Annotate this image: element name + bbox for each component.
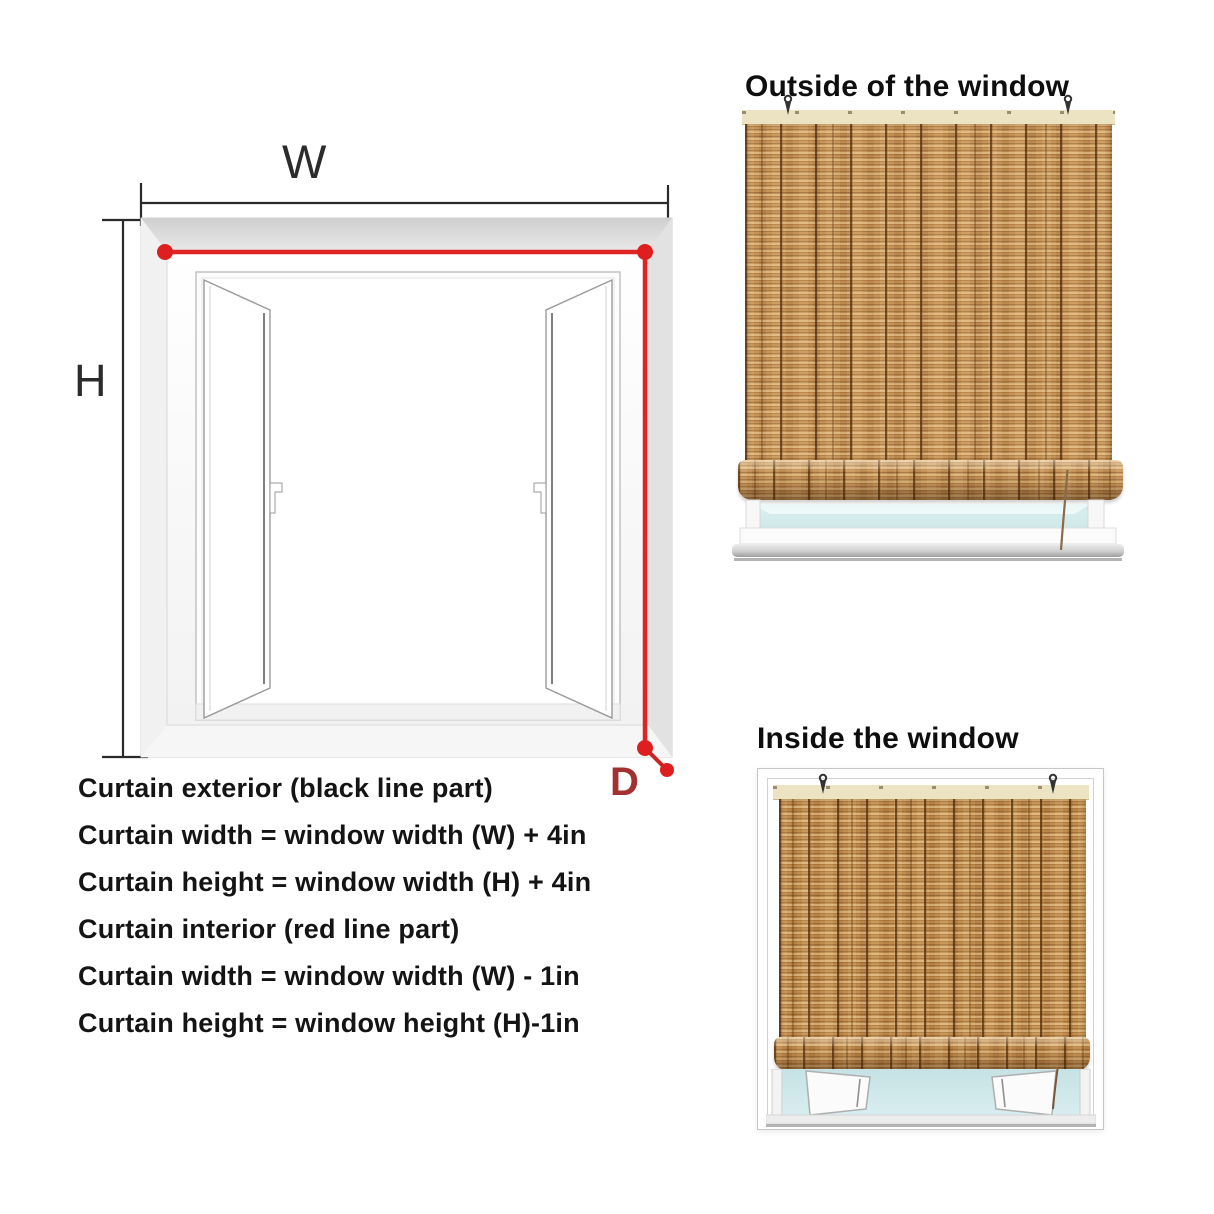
inside-mount-photo — [757, 768, 1104, 1130]
left-casement-pane — [203, 278, 283, 720]
note-exterior-height: Curtain height = window width (H) + 4in — [78, 867, 592, 897]
right-window-handle — [533, 482, 547, 514]
reed-blind-panel — [779, 799, 1086, 1039]
hanging-hook-icon — [818, 773, 828, 794]
open-pane-right — [991, 1070, 1057, 1116]
blind-bottom-roll — [774, 1037, 1090, 1071]
note-interior-width: Curtain width = window width (W) - 1in — [78, 961, 580, 991]
outside-mount-photo — [722, 94, 1132, 584]
note-interior-height: Curtain height = window height (H)-1in — [78, 1008, 580, 1038]
inside-photo-title: Inside the window — [757, 722, 1019, 755]
red-interior-measure-line — [157, 244, 674, 777]
note-exterior-heading: Curtain exterior (black line part) — [78, 773, 493, 803]
open-pane-left — [805, 1070, 871, 1116]
frame-post-right — [1087, 499, 1105, 531]
sill-shadow-line — [766, 1124, 1096, 1127]
frame-post-left — [771, 1069, 783, 1116]
sill-front-bar — [732, 544, 1124, 557]
open-window-view — [766, 1069, 1096, 1127]
note-interior-heading: Curtain interior (red line part) — [78, 914, 460, 944]
hanging-hook-icon — [1063, 94, 1073, 115]
depth-dimension-label: D — [610, 760, 639, 804]
window-sill-view — [732, 470, 1124, 561]
blind-header-rail — [742, 110, 1115, 125]
reed-blind-panel — [745, 124, 1112, 464]
window-measurement-diagram — [102, 183, 674, 777]
pull-cord — [1052, 1069, 1059, 1110]
blind-bottom-roll — [738, 460, 1123, 500]
sill-top — [739, 527, 1117, 545]
sill-top — [766, 1114, 1096, 1125]
left-window-handle — [269, 482, 283, 514]
right-casement-pane — [533, 278, 613, 720]
note-exterior-width: Curtain width = window width (W) + 4in — [78, 820, 587, 850]
height-dimension-label: H — [74, 355, 107, 406]
height-dimension-line — [102, 218, 148, 759]
frame-post-right — [1079, 1069, 1091, 1116]
sill-shadow-line — [734, 558, 1122, 561]
outside-photo-title: Outside of the window — [745, 70, 1070, 103]
hanging-hook-icon — [783, 94, 793, 115]
pull-cord — [1059, 470, 1069, 551]
hanging-hook-icon — [1048, 773, 1058, 794]
frame-post-left — [745, 499, 761, 531]
width-dimension-label: W — [282, 135, 327, 188]
